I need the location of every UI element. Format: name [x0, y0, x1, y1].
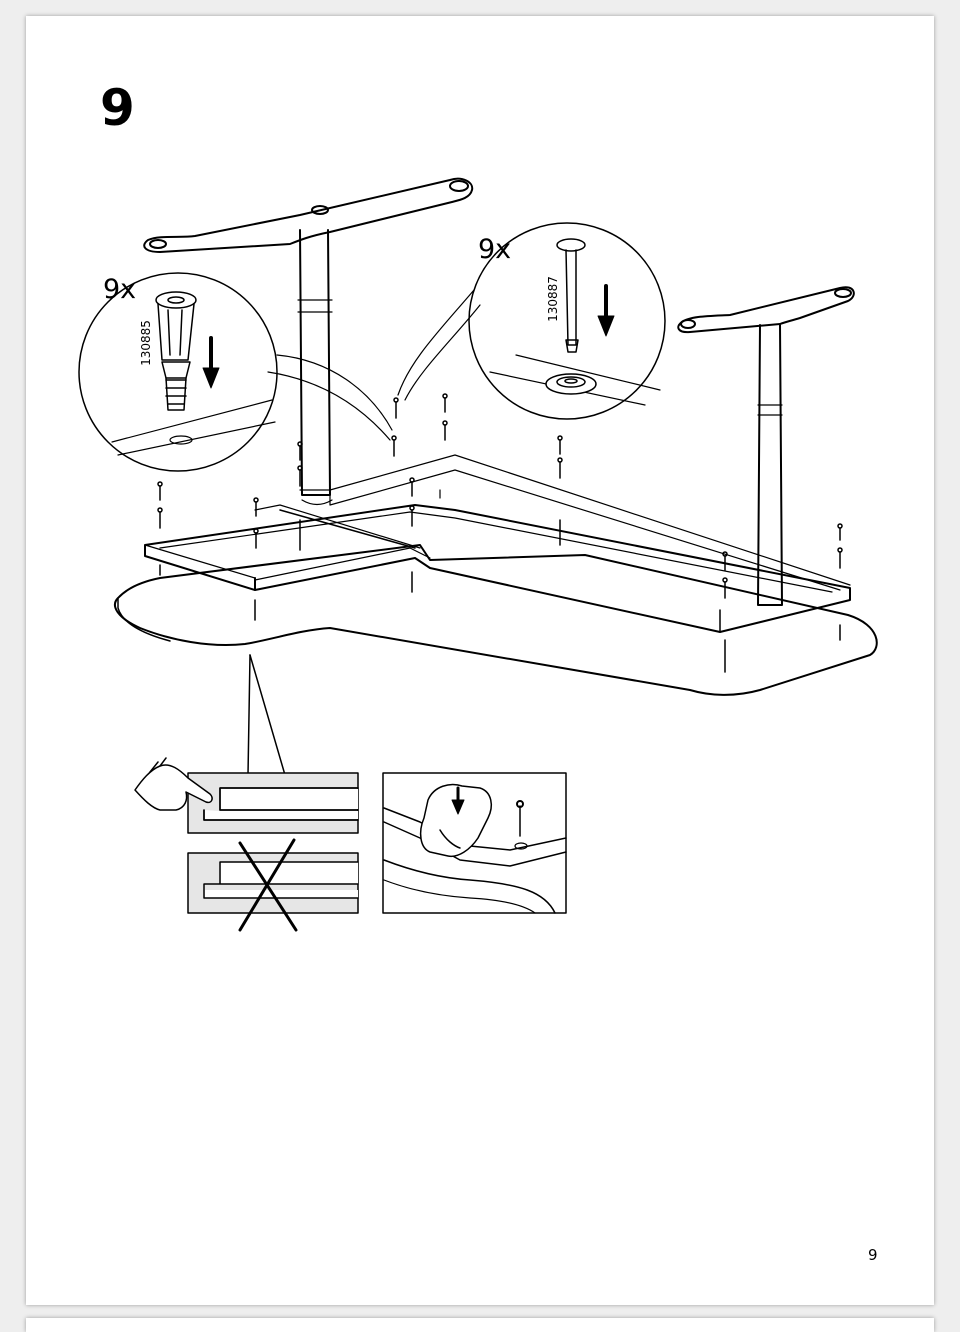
- screws: [157, 393, 843, 673]
- left-part-number: 130885: [139, 320, 153, 366]
- correct-panel: [187, 772, 359, 834]
- right-quantity-label: 9x: [478, 234, 512, 265]
- dowel-pin-icon: [545, 238, 597, 395]
- right-leg: [677, 286, 855, 606]
- desk-frame: [144, 454, 851, 633]
- edge-pointer: [247, 654, 286, 776]
- right-callout: [397, 222, 666, 420]
- instruction-page: [26, 16, 934, 1305]
- down-arrow-icon: [451, 786, 465, 815]
- step-number: 9: [100, 79, 135, 137]
- left-callout: [78, 272, 393, 472]
- page-number: 9: [868, 1246, 878, 1264]
- finger-pressing-icon: [134, 757, 213, 811]
- next-page-edge: [26, 1318, 934, 1332]
- cross-mark-icon: [238, 838, 298, 932]
- desk-top: [113, 544, 878, 696]
- plastic-expansion-plug-icon: [155, 291, 197, 411]
- left-quantity-label: 9x: [103, 274, 137, 305]
- right-part-number: 130887: [546, 276, 560, 322]
- left-leg: [143, 177, 474, 506]
- hand-pressing-icon: [419, 783, 493, 858]
- wrong-panel: [187, 852, 359, 914]
